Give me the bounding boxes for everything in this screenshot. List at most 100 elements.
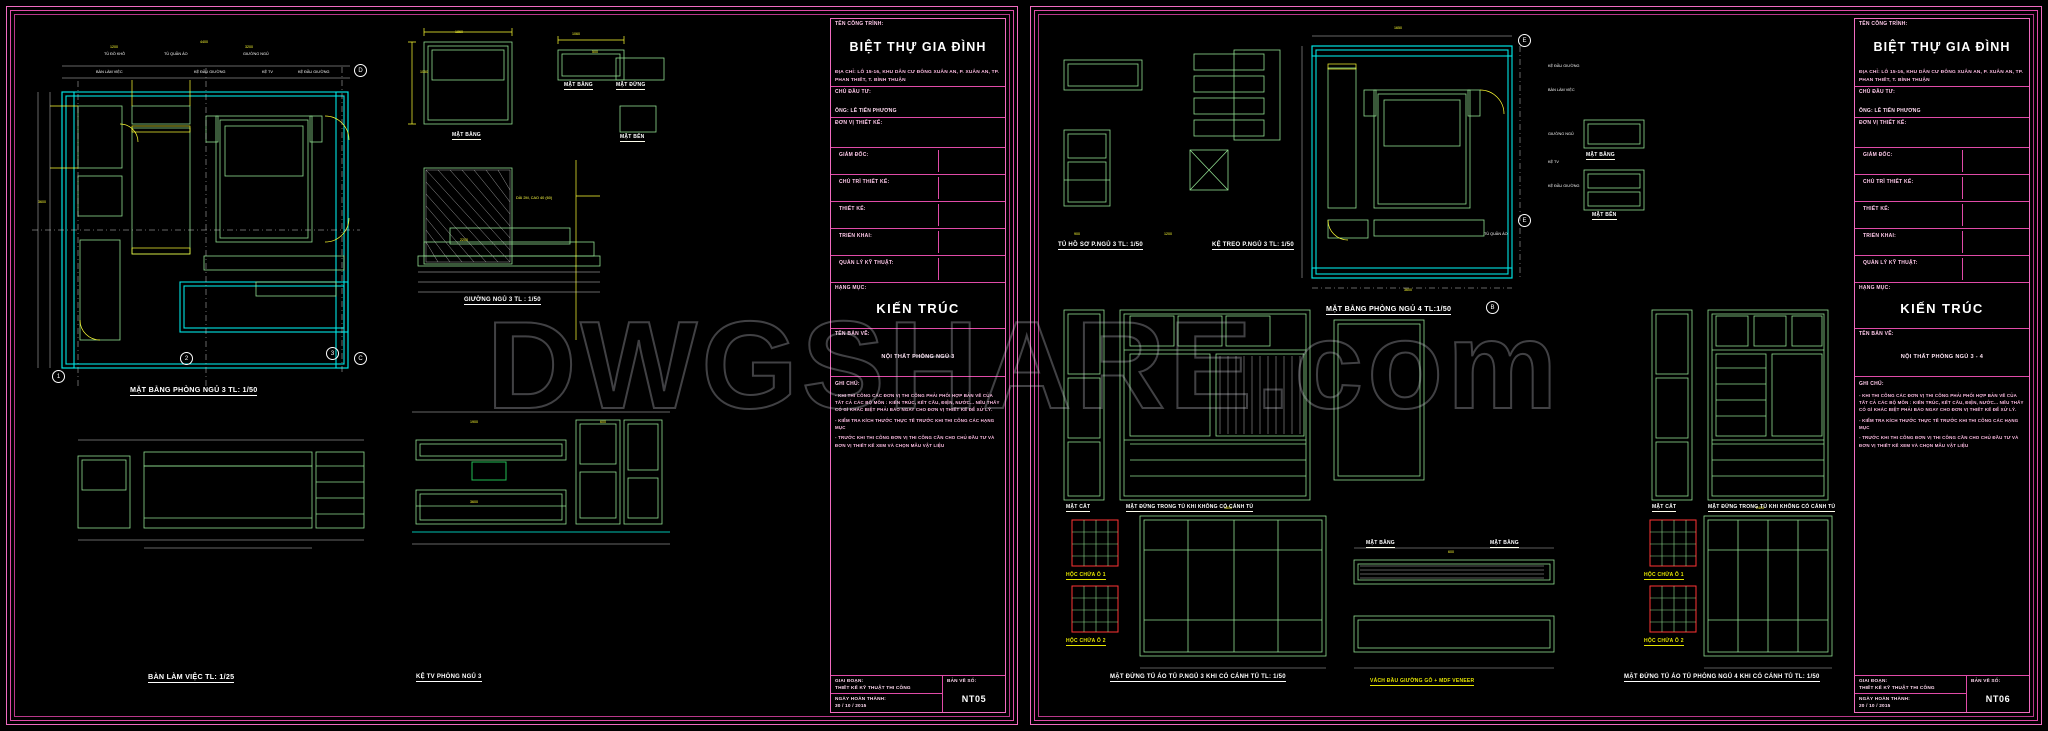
grid-bubble-1: 1 [52, 370, 65, 383]
tb-note-1: - KHI THI CÔNG CÁC ĐƠN VỊ THI CÔNG PHẢI … [835, 392, 1000, 413]
tb-drafter-label: TRIỂN KHAI: [1863, 233, 1897, 240]
tb-category-label: HẠNG MỤC: [1859, 285, 1891, 292]
tb-lead-designer-label: CHỦ TRÌ THIẾT KẾ: [1863, 179, 1914, 186]
drawer-group-4-label: HỘC CHỨA Ô 2 [1644, 638, 1684, 646]
tb-row-drafter: TRIỂN KHAI: [831, 229, 1005, 257]
tb-row-drafter: TRIỂN KHAI: [1855, 229, 2029, 257]
tb-date: NGÀY HOÀN THÀNH: 20 / 10 / 2015 [1855, 694, 1966, 712]
tb-client-label: CHỦ ĐẦU TƯ: [835, 88, 872, 95]
bed-front-view-label: MẶT BẰNG [564, 82, 593, 90]
tb-phase: GIAI ĐOẠN: THIẾT KẾ KỸ THUẬT THI CÔNG [831, 676, 942, 695]
grid-bubble-label: E [1522, 217, 1527, 224]
tb-project: TÊN CÔNG TRÌNH: BIỆT THỰ GIA ĐÌNH ĐỊA CH… [831, 19, 1005, 87]
file-cabinet-label: TỦ HỒ SƠ P.NGỦ 3 TL: 1/50 [1058, 242, 1143, 250]
tb-designer: ĐƠN VỊ THIẾT KẾ: [1855, 118, 2029, 149]
drawer-group-3-label: HỘC CHỨA Ô 1 [1644, 572, 1684, 580]
tb-phase-value: THIẾT KẾ KỸ THUẬT THI CÔNG [835, 684, 911, 690]
grid-bubble-e-bottom: E [1518, 214, 1531, 227]
dimension-text: 3200 [245, 45, 253, 49]
tb-designer-label: ĐƠN VỊ THIẾT KẾ: [1859, 120, 1907, 127]
tb-category-value: KIẾN TRÚC [1900, 300, 1984, 316]
sheet-frame-inner [1034, 10, 2038, 721]
tb-drawing-value: NỘI THẤT PHÒNG NGỦ 3 [881, 353, 955, 360]
tb-row-director: GIÁM ĐỐC: [831, 148, 1005, 176]
dimension-text: 1900 [470, 420, 478, 424]
dimension-text: 900 [1074, 232, 1080, 236]
tb-category-label: HẠNG MỤC: [835, 285, 867, 292]
annot-bedside-2: KỆ ĐẦU GIƯỜNG [298, 70, 330, 74]
grid-bubble-3: 3 [326, 347, 339, 360]
cad-sheet-left[interactable]: 1 2 3 D C TỦ ĐỒ KHÔ TỦ QUẦN ÁO GIƯỜNG NG… [0, 0, 1024, 731]
dimension-text: 2200 [460, 238, 468, 242]
bed-plan-4-label: MẶT BẰNG [1366, 540, 1395, 548]
tb-drawing: TÊN BẢN VẼ: NỘI THẤT PHÒNG NGỦ 3 - 4 [1855, 329, 2029, 377]
work-desk-elevation-label: BÀN LÀM VIỆC TL: 1/25 [148, 672, 235, 683]
tb-qa-label: QUẢN LÝ KỸ THUẬT: [1863, 260, 1918, 267]
annot-bed: GIƯỜNG NGỦ [243, 52, 269, 56]
bed-side-view-label: MẶT BÊN [620, 134, 645, 142]
dimension-text: 3600 [1404, 288, 1412, 292]
tb-date-value: 30 / 10 / 2015 [835, 703, 867, 709]
annot-wardrobe: TỦ ĐỒ KHÔ [104, 52, 126, 56]
wardrobe-inside-bedroom4-label: MẶT ĐỨNG TRONG TỦ KHI KHÔNG CÓ CÁNH TỦ [1708, 504, 1836, 512]
dimension-text: 4400 [200, 40, 208, 44]
tb-note-3: - TRƯỚC KHI THI CÔNG ĐƠN VỊ THI CÔNG CẦN… [835, 435, 995, 448]
grid-bubble-label: C [358, 355, 363, 362]
tb-note-3: - TRƯỚC KHI THI CÔNG ĐƠN VỊ THI CÔNG CẦN… [1859, 435, 2019, 448]
sheet-frame-inner [10, 10, 1014, 721]
grid-bubble-label: 3 [330, 350, 335, 357]
grid-bubble-label: 2 [184, 355, 189, 362]
tb-director-sign [1963, 150, 2025, 172]
tb-sheetno-value: NT05 [961, 693, 987, 704]
sheet-frame-inner2 [1038, 14, 2034, 717]
tb-director-cell: GIÁM ĐỐC: [835, 150, 939, 173]
tb-date-label: NGÀY HOÀN THÀNH: [1859, 696, 1911, 702]
section-view-2-label: MẶT CẮT [1652, 504, 1677, 512]
dimension-text: 3600 [38, 200, 46, 204]
tb-designer2-label: THIẾT KẾ: [839, 206, 866, 213]
tb-row-director: GIÁM ĐỐC: [1855, 148, 2029, 176]
tb-phase-value: THIẾT KẾ KỸ THUẬT THI CÔNG [1859, 684, 1935, 690]
tb-notes-label: GHI CHÚ: [1859, 380, 1884, 387]
cad-vectors-right [1063, 35, 1833, 669]
dimension-text: 600 [600, 420, 606, 424]
tb-designer2-sign [1963, 204, 2025, 226]
annot-tv-shelf: KỆ TV [262, 70, 273, 74]
tb-client-name: ÔNG: LÊ TIẾN PHƯƠNG [835, 108, 897, 114]
dimension-text: 1800 [1224, 506, 1232, 510]
tb-notes-label: GHI CHÚ: [835, 380, 860, 387]
tb-designer2-cell: THIẾT KẾ: [1859, 204, 1963, 227]
tb-row-lead-designer: CHỦ TRÌ THIẾT KẾ: [831, 175, 1005, 203]
tb-sheetno-label: BẢN VẼ SỐ: [1971, 677, 2001, 683]
grid-bubble-label: E [1522, 37, 1527, 44]
tb-drawing-label: TÊN BẢN VẼ: [1859, 331, 1894, 338]
cad-sheet-right[interactable]: E E B KỆ ĐẦU GIƯỜNG BÀN LÀM VIỆC GIƯỜNG … [1024, 0, 2048, 731]
tb-category-value: KIẾN TRÚC [876, 300, 960, 316]
annot-desk-right: BÀN LÀM VIỆC [1548, 88, 1575, 92]
tb-client-label: CHỦ ĐẦU TƯ: [1859, 88, 1896, 95]
tb-row-designer: THIẾT KẾ: [831, 202, 1005, 230]
bed-assembly-label: GIƯỜNG NGỦ 3 TL : 1/50 [464, 297, 541, 305]
annot-tv-right: KỆ TV [1548, 160, 1559, 164]
grid-bubble-c: C [354, 352, 367, 365]
drawing-area-right[interactable]: E E B KỆ ĐẦU GIƯỜNG BÀN LÀM VIỆC GIƯỜNG … [1044, 20, 1848, 711]
grid-bubble-label: D [358, 67, 363, 74]
tv-shelf-bedroom3-label: KỆ TV PHÒNG NGỦ 3 [416, 674, 482, 682]
title-block-left[interactable]: TÊN CÔNG TRÌNH: BIỆT THỰ GIA ĐÌNH ĐỊA CH… [830, 18, 1006, 713]
tb-address: ĐỊA CHỈ: LÔ 15-16, KHU DÂN CƯ ĐÔNG XUÂN … [835, 70, 1000, 83]
tb-client: CHỦ ĐẦU TƯ: ÔNG: LÊ TIẾN PHƯƠNG [1855, 87, 2029, 119]
drawing-area-left[interactable]: 1 2 3 D C TỦ ĐỒ KHÔ TỦ QUẦN ÁO GIƯỜNG NG… [20, 20, 824, 711]
wardrobe-elevation-bedroom3-label: MẶT ĐỨNG TỦ ÁO TỦ P.NGỦ 3 KHI CÓ CÁNH TỦ… [1110, 674, 1286, 682]
tb-designer2-sign [939, 204, 1001, 226]
tb-client: CHỦ ĐẦU TƯ: ÔNG: LÊ TIẾN PHƯƠNG [831, 87, 1005, 119]
tb-row-designer: THIẾT KẾ: [1855, 202, 2029, 230]
tb-lead-designer-label: CHỦ TRÌ THIẾT KẾ: [839, 179, 890, 186]
tb-qa-cell: QUẢN LÝ KỸ THUẬT: [835, 258, 939, 281]
floorplan-bedroom3-label: MẶT BẰNG PHÒNG NGỦ 3 TL: 1/50 [130, 385, 258, 396]
dimension-text: 2400 [1756, 506, 1764, 510]
title-block-right[interactable]: TÊN CÔNG TRÌNH: BIỆT THỰ GIA ĐÌNH ĐỊA CH… [1854, 18, 2030, 713]
tb-footer: GIAI ĐOẠN: THIẾT KẾ KỸ THUẬT THI CÔNG NG… [831, 674, 1005, 712]
tb-drafter-label: TRIỂN KHAI: [839, 233, 873, 240]
tb-phase: GIAI ĐOẠN: THIẾT KẾ KỸ THUẬT THI CÔNG [1855, 676, 1966, 695]
annot-bed-height: DÀI 2M, CAO 40 (60) [516, 196, 553, 200]
